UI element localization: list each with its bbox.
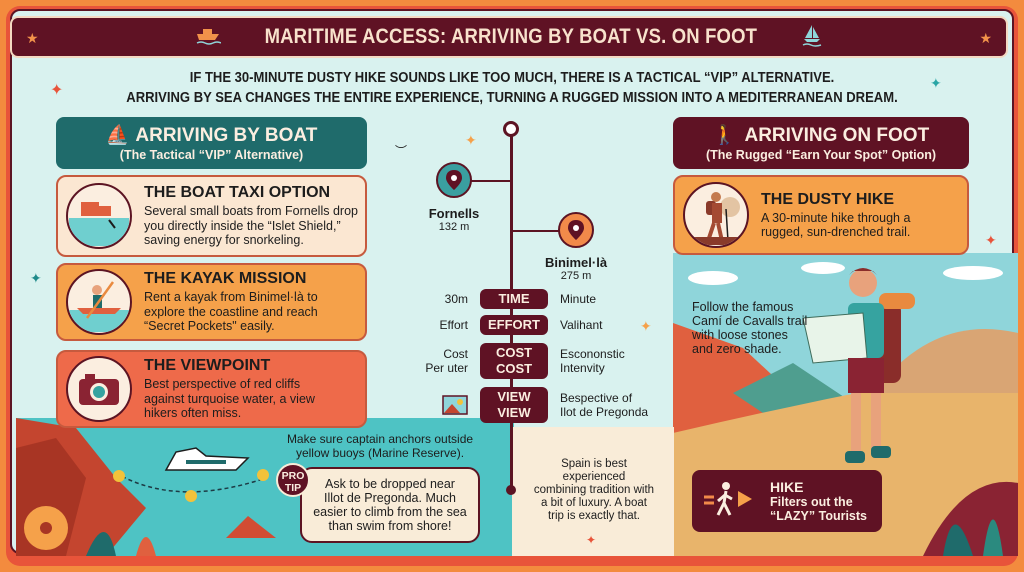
star-icon: ★ [26, 30, 39, 46]
hike-badge: HIKE Filters out the “LAZY” Tourists [692, 470, 882, 532]
walking-arrow-icon [702, 481, 756, 522]
card-dusty-hike: THE DUSTY HIKE A 30-minute hike through … [673, 175, 969, 255]
comparison-label: EFFORT [480, 315, 548, 335]
boat-section-header: ⛵ARRIVING BY BOAT (The Tactical “VIP” Al… [56, 117, 367, 169]
sparkle-icon: ✦ [985, 232, 997, 248]
hike-badge-title: HIKE [770, 478, 804, 495]
bird-icon: ︶ [395, 144, 408, 158]
card-text: you directly inside the “Islet Shield,” [144, 218, 341, 233]
trail-note: Follow the famous Camí de Cavalls trail … [692, 300, 808, 356]
camera-icon [66, 356, 132, 422]
timeline-branch [512, 230, 562, 232]
picture-icon [442, 393, 468, 418]
comparison-label: TIME [480, 289, 548, 309]
card-title: THE BOAT TAXI OPTION [144, 184, 331, 202]
comparison-row-effort: Effort EFFORT Valihant [400, 315, 670, 335]
card-text: Best perspective of red cliffs [144, 377, 301, 392]
sparkle-icon: ✦ [465, 132, 477, 148]
sailboat-icon: ⛵ [105, 125, 130, 146]
page-title: MARITIME ACCESS: ARRIVING BY BOAT VS. ON… [264, 25, 758, 48]
card-text: Rent a kayak from Binimel·là to [144, 290, 318, 305]
walking-person-icon: 🚶 [712, 125, 737, 146]
sparkle-icon: ✦ [30, 270, 42, 286]
card-kayak: THE KAYAK MISSION Rent a kayak from Bini… [56, 263, 367, 341]
location-binimella: Binimel·là 275 m [544, 255, 608, 282]
boat-taxi-icon [66, 183, 132, 249]
sparkle-icon: ✦ [930, 75, 942, 91]
timeline-end-marker [506, 485, 516, 495]
quote-text: Spain is best experienced combining trad… [533, 458, 655, 522]
card-text: explore the coastline and reach [144, 304, 318, 319]
timeline-branch [455, 180, 511, 182]
timeline-start-marker [503, 121, 519, 137]
foot-section-title: ARRIVING ON FOOT [744, 125, 930, 146]
intro-line-1: IF THE 30-MINUTE DUSTY HIKE SOUNDS LIKE … [189, 70, 835, 86]
timeline-line [510, 130, 513, 488]
boat-section-subtitle: (The Tactical “VIP” Alternative) [119, 148, 304, 162]
comparison-row-time: 30m TIME Minute [400, 289, 670, 309]
intro-line-2: ARRIVING BY SEA CHANGES THE ENTIRE EXPER… [126, 90, 898, 106]
foot-section-subtitle: (The Rugged “Earn Your Spot” Option) [705, 148, 937, 162]
sparkle-icon: ✦ [586, 533, 597, 547]
star-icon: ★ [979, 30, 992, 46]
card-boat-taxi: THE BOAT TAXI OPTION Several small boats… [56, 175, 367, 257]
kayak-icon [66, 269, 132, 335]
location-pin-icon [436, 162, 472, 198]
sparkle-icon: ✦ [640, 318, 652, 334]
comparison-label: VIEW VIEW [480, 387, 548, 423]
foot-section-header: 🚶 ARRIVING ON FOOT (The Rugged “Earn Your… [673, 117, 969, 169]
card-text: against turquoise water, a view [144, 391, 315, 406]
quote-panel [512, 427, 674, 556]
card-text: Several small boats from Fornells drop [144, 204, 358, 219]
pro-tip-box: Ask to be dropped near Illot de Pregonda… [300, 467, 480, 543]
comparison-row-cost: Cost Per uter COST COST Escononstic Inte… [400, 343, 670, 379]
sailboat-icon [801, 23, 823, 52]
card-text: hikers often miss. [144, 406, 242, 421]
card-text: “Secret Pockets" easily. [144, 319, 275, 334]
sparkle-icon: ✦ [50, 82, 64, 99]
comparison-row-view: VIEW VIEW Bespective of Ilot de Pregonda [400, 387, 670, 423]
comparison-label: COST COST [480, 343, 548, 379]
card-text: A 30-minute hike through a [761, 210, 911, 225]
boat-section-title: ARRIVING BY BOAT [135, 125, 318, 146]
hiker-icon [683, 182, 749, 248]
card-title: THE DUSTY HIKE [761, 190, 895, 208]
location-fornells: Fornells 132 m [428, 206, 480, 233]
motorboat-icon [195, 24, 222, 51]
intro-text: IF THE 30-MINUTE DUSTY HIKE SOUNDS LIKE … [51, 68, 973, 108]
title-bar: ★ MARITIME ACCESS: ARRIVING BY BOAT VS. … [10, 16, 1008, 58]
pro-tip-badge: PRO TIP [276, 463, 310, 497]
anchor-note: Make sure captain anchors outside yellow… [286, 432, 474, 460]
card-title: THE VIEWPOINT [144, 357, 271, 375]
card-title: THE KAYAK MISSION [144, 270, 307, 288]
card-text: rugged, sun-drenched trail. [761, 225, 911, 239]
location-pin-icon [558, 212, 594, 248]
card-viewpoint: THE VIEWPOINT Best perspective of red cl… [56, 350, 367, 428]
card-text: saving energy for snorkeling. [144, 233, 304, 248]
